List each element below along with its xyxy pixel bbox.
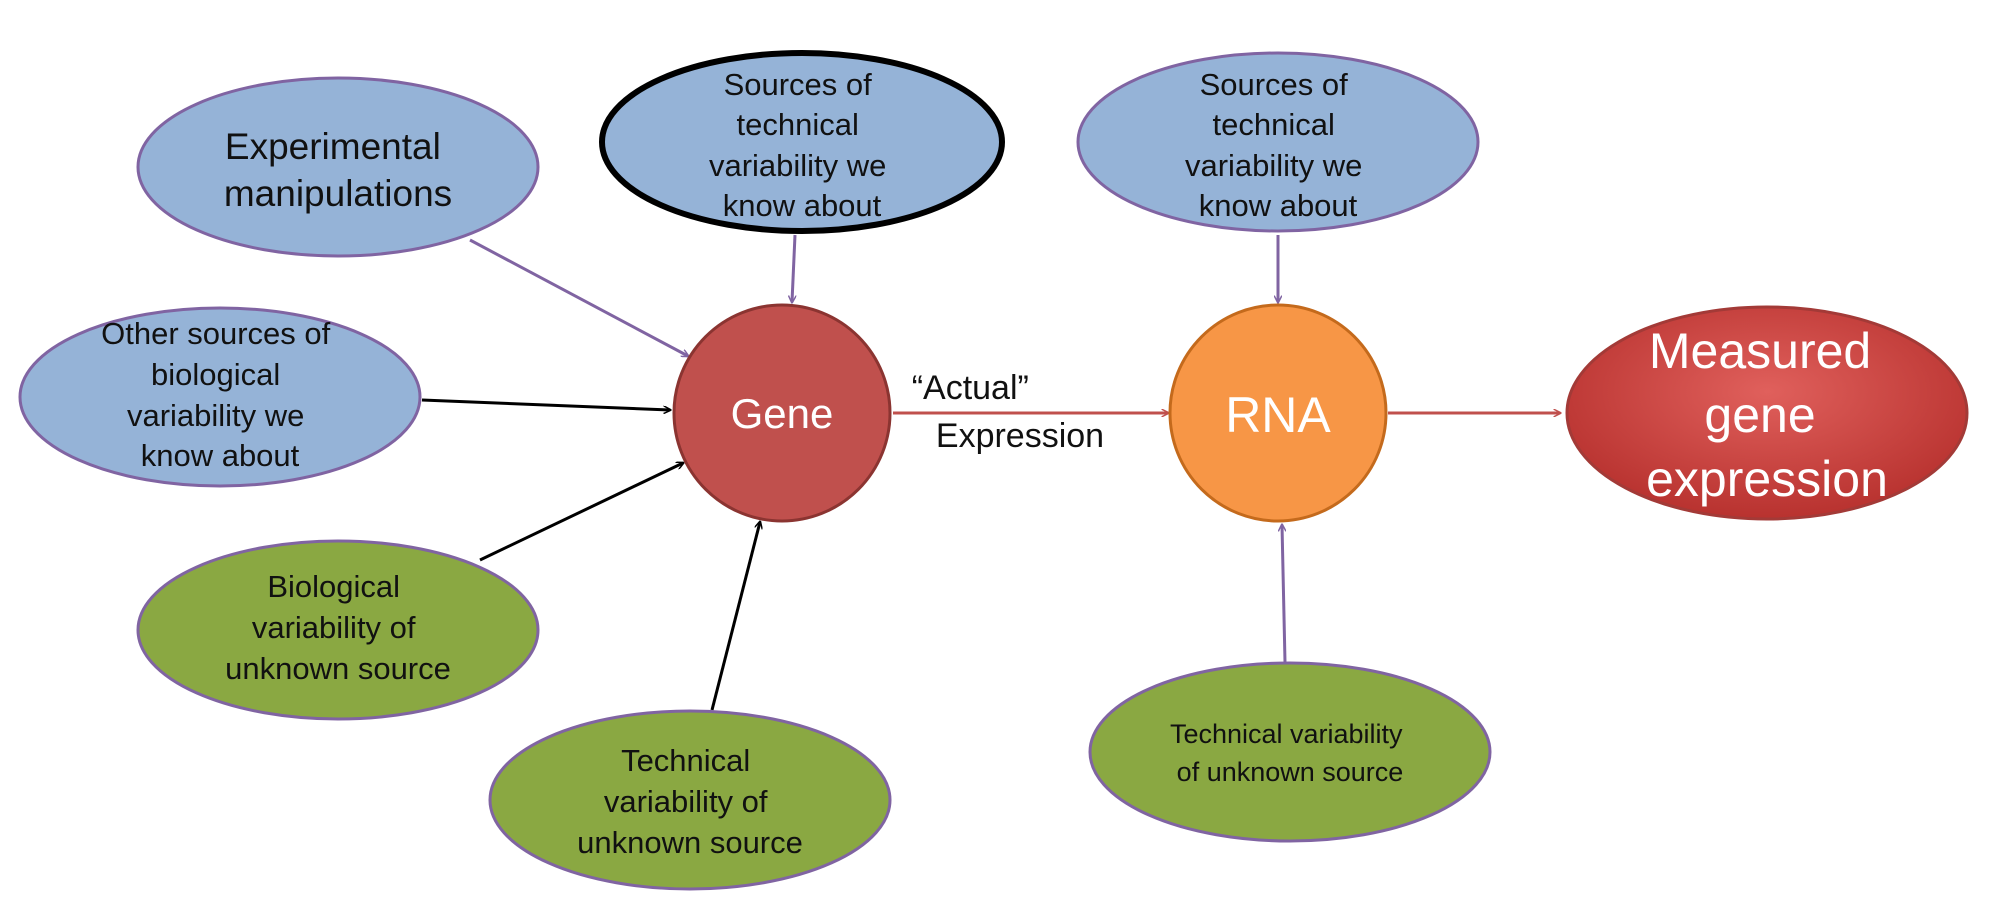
label-line: variability of bbox=[252, 610, 416, 645]
label-line: biological bbox=[151, 357, 280, 392]
label-line: Technical variability bbox=[1170, 719, 1403, 749]
edge-experimental-to-gene bbox=[469, 238, 688, 356]
node-biological-unknown: Biological variability of unknown source bbox=[136, 539, 540, 721]
node-tech-known-rna: Sources of technical variability we know… bbox=[1076, 51, 1480, 233]
node-tech-known-gene: Sources of technical variability we know… bbox=[599, 50, 1005, 234]
label-line: Sources of bbox=[1200, 67, 1349, 102]
node-label: Biological variability of unknown source bbox=[225, 569, 451, 686]
node-label: Measured gene expression bbox=[1646, 323, 1888, 507]
node-shape bbox=[18, 306, 422, 488]
node-shape bbox=[136, 539, 540, 721]
node-shape bbox=[1076, 51, 1480, 233]
edge-tech-unknown-to-gene bbox=[710, 522, 760, 711]
label-line: of unknown source bbox=[1177, 757, 1404, 787]
label-line: know about bbox=[1199, 188, 1358, 223]
node-shape bbox=[1565, 305, 1969, 521]
label-line: gene bbox=[1704, 387, 1815, 443]
node-experimental-manipulations: Experimental manipulations bbox=[136, 76, 540, 258]
node-label: RNA bbox=[1225, 387, 1331, 443]
label-line: Other sources of bbox=[101, 316, 331, 351]
label-line: unknown source bbox=[577, 825, 803, 860]
node-measured-gene-expression: Measured gene expression bbox=[1565, 305, 1969, 521]
label-line: Biological bbox=[267, 569, 400, 604]
node-rna: RNA bbox=[1168, 303, 1388, 523]
label-line: unknown source bbox=[225, 651, 451, 686]
label-line: expression bbox=[1646, 451, 1888, 507]
node-label: Technical variability of unknown source bbox=[1170, 719, 1410, 787]
label-line: variability we bbox=[1185, 148, 1362, 183]
node-label: Experimental manipulations bbox=[224, 126, 452, 214]
label-line: know about bbox=[723, 188, 882, 223]
edges bbox=[421, 234, 1560, 711]
label-line: technical bbox=[1213, 107, 1335, 142]
label-line: “Actual” bbox=[912, 369, 1029, 407]
node-label: Other sources of biological variability … bbox=[101, 316, 339, 473]
node-gene: Gene bbox=[672, 303, 892, 523]
node-shape bbox=[599, 50, 1005, 234]
node-shape bbox=[672, 303, 892, 523]
node-shape bbox=[1088, 661, 1492, 843]
node-other-biological: Other sources of biological variability … bbox=[18, 306, 422, 488]
node-label: Gene bbox=[731, 390, 834, 437]
edge-bio-unknown-to-gene bbox=[479, 463, 683, 562]
label-line: know about bbox=[141, 438, 300, 473]
node-label: Sources of technical variability we know… bbox=[709, 67, 895, 223]
edge-tech-known-to-gene bbox=[792, 234, 797, 302]
label-line: Sources of bbox=[724, 67, 873, 102]
label-line: technical bbox=[737, 107, 859, 142]
node-shape bbox=[136, 76, 540, 258]
label-line: Experimental bbox=[225, 126, 441, 167]
node-shape bbox=[1168, 303, 1388, 523]
node-label: Technical variability of unknown source bbox=[577, 743, 803, 860]
edge-tech-unknown-to-rna bbox=[1282, 525, 1287, 663]
label-line: Expression bbox=[936, 417, 1104, 455]
label-line: Technical bbox=[621, 743, 750, 778]
node-tech-unknown-rna: Technical variability of unknown source bbox=[1088, 661, 1492, 843]
edge-other-bio-to-gene bbox=[421, 398, 670, 410]
node-shape bbox=[488, 709, 892, 891]
label-line: variability of bbox=[604, 784, 768, 819]
label-line: variability we bbox=[127, 398, 304, 433]
label-line: Measured bbox=[1649, 323, 1871, 379]
label-line: manipulations bbox=[224, 173, 452, 214]
label-line: variability we bbox=[709, 148, 886, 183]
edge-label-actual-expression: “Actual” Expression bbox=[912, 369, 1104, 455]
node-tech-unknown-gene: Technical variability of unknown source bbox=[488, 709, 892, 891]
node-label: Sources of technical variability we know… bbox=[1185, 67, 1371, 223]
